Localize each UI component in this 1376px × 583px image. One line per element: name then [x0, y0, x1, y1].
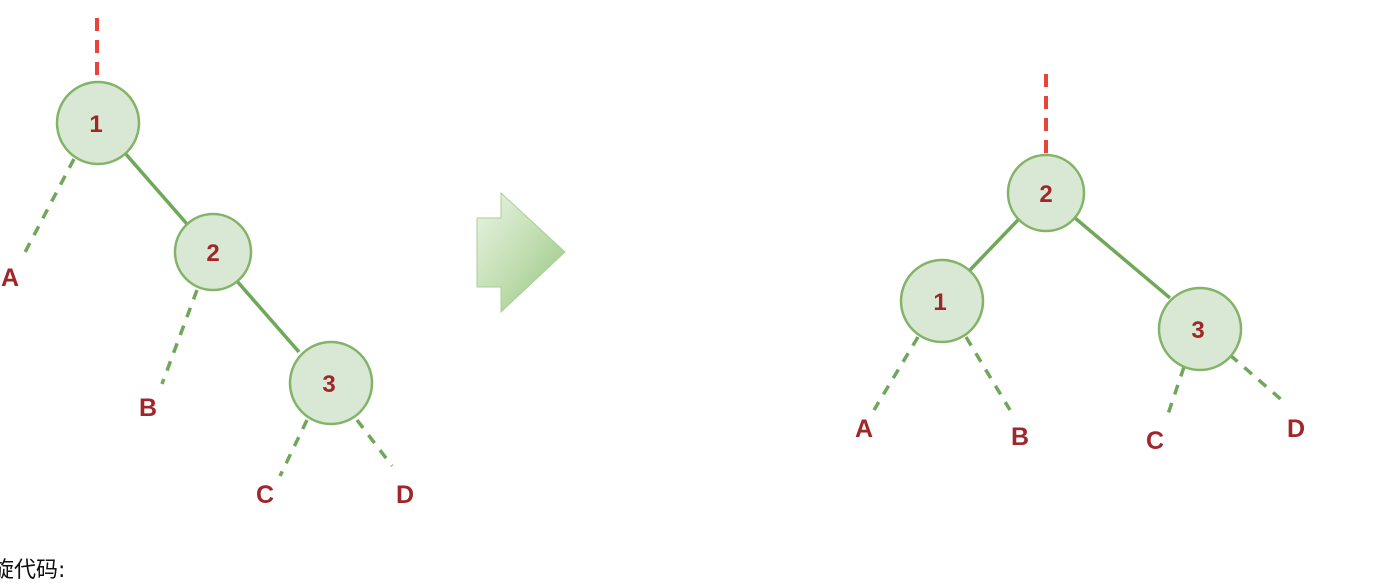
- rotation-arrow-icon: [476, 191, 566, 314]
- right-edge-3-D: [1228, 353, 1286, 404]
- right-leaf-c: C: [1146, 427, 1164, 455]
- left-tree: 1 2 3 A B C D: [1, 18, 414, 509]
- left-node-1-label: 1: [89, 111, 102, 138]
- right-edge-1-B: [964, 336, 1012, 411]
- left-edge-3-C: [278, 419, 309, 477]
- left-node-2: 2: [173, 212, 253, 292]
- right-node-2: 2: [1006, 153, 1086, 233]
- right-edge-1-A: [872, 336, 920, 411]
- right-edge-3-C: [1164, 366, 1186, 421]
- left-node-3: 3: [288, 340, 374, 426]
- right-node-3: 3: [1157, 286, 1243, 372]
- left-node-2-label: 2: [206, 240, 219, 267]
- left-leaf-d: D: [396, 481, 414, 509]
- right-edge-2-1: [968, 218, 1020, 272]
- right-edge-2-3: [1073, 216, 1172, 300]
- left-edge-1-A: [20, 158, 76, 259]
- right-node-3-label: 3: [1191, 317, 1204, 344]
- right-node-2-label: 2: [1039, 181, 1052, 208]
- right-leaf-a: A: [855, 415, 873, 443]
- left-node-1: 1: [55, 80, 141, 166]
- right-node-1-label: 1: [933, 289, 946, 316]
- left-leaf-b: B: [139, 394, 157, 422]
- left-leaf-a: A: [1, 264, 19, 292]
- left-node-3-label: 3: [322, 371, 335, 398]
- right-leaf-d: D: [1287, 415, 1305, 443]
- caption-text: 旋代码:: [0, 558, 66, 583]
- right-tree: 2 1 3 A B C D: [855, 74, 1305, 455]
- left-leaf-c: C: [256, 481, 274, 509]
- left-edge-2-B: [160, 289, 199, 385]
- left-edge-3-D: [355, 418, 394, 468]
- left-edge-2-3: [234, 278, 301, 354]
- right-leaf-b: B: [1011, 423, 1029, 451]
- right-node-1: 1: [899, 258, 985, 344]
- left-edge-1-2: [122, 150, 189, 226]
